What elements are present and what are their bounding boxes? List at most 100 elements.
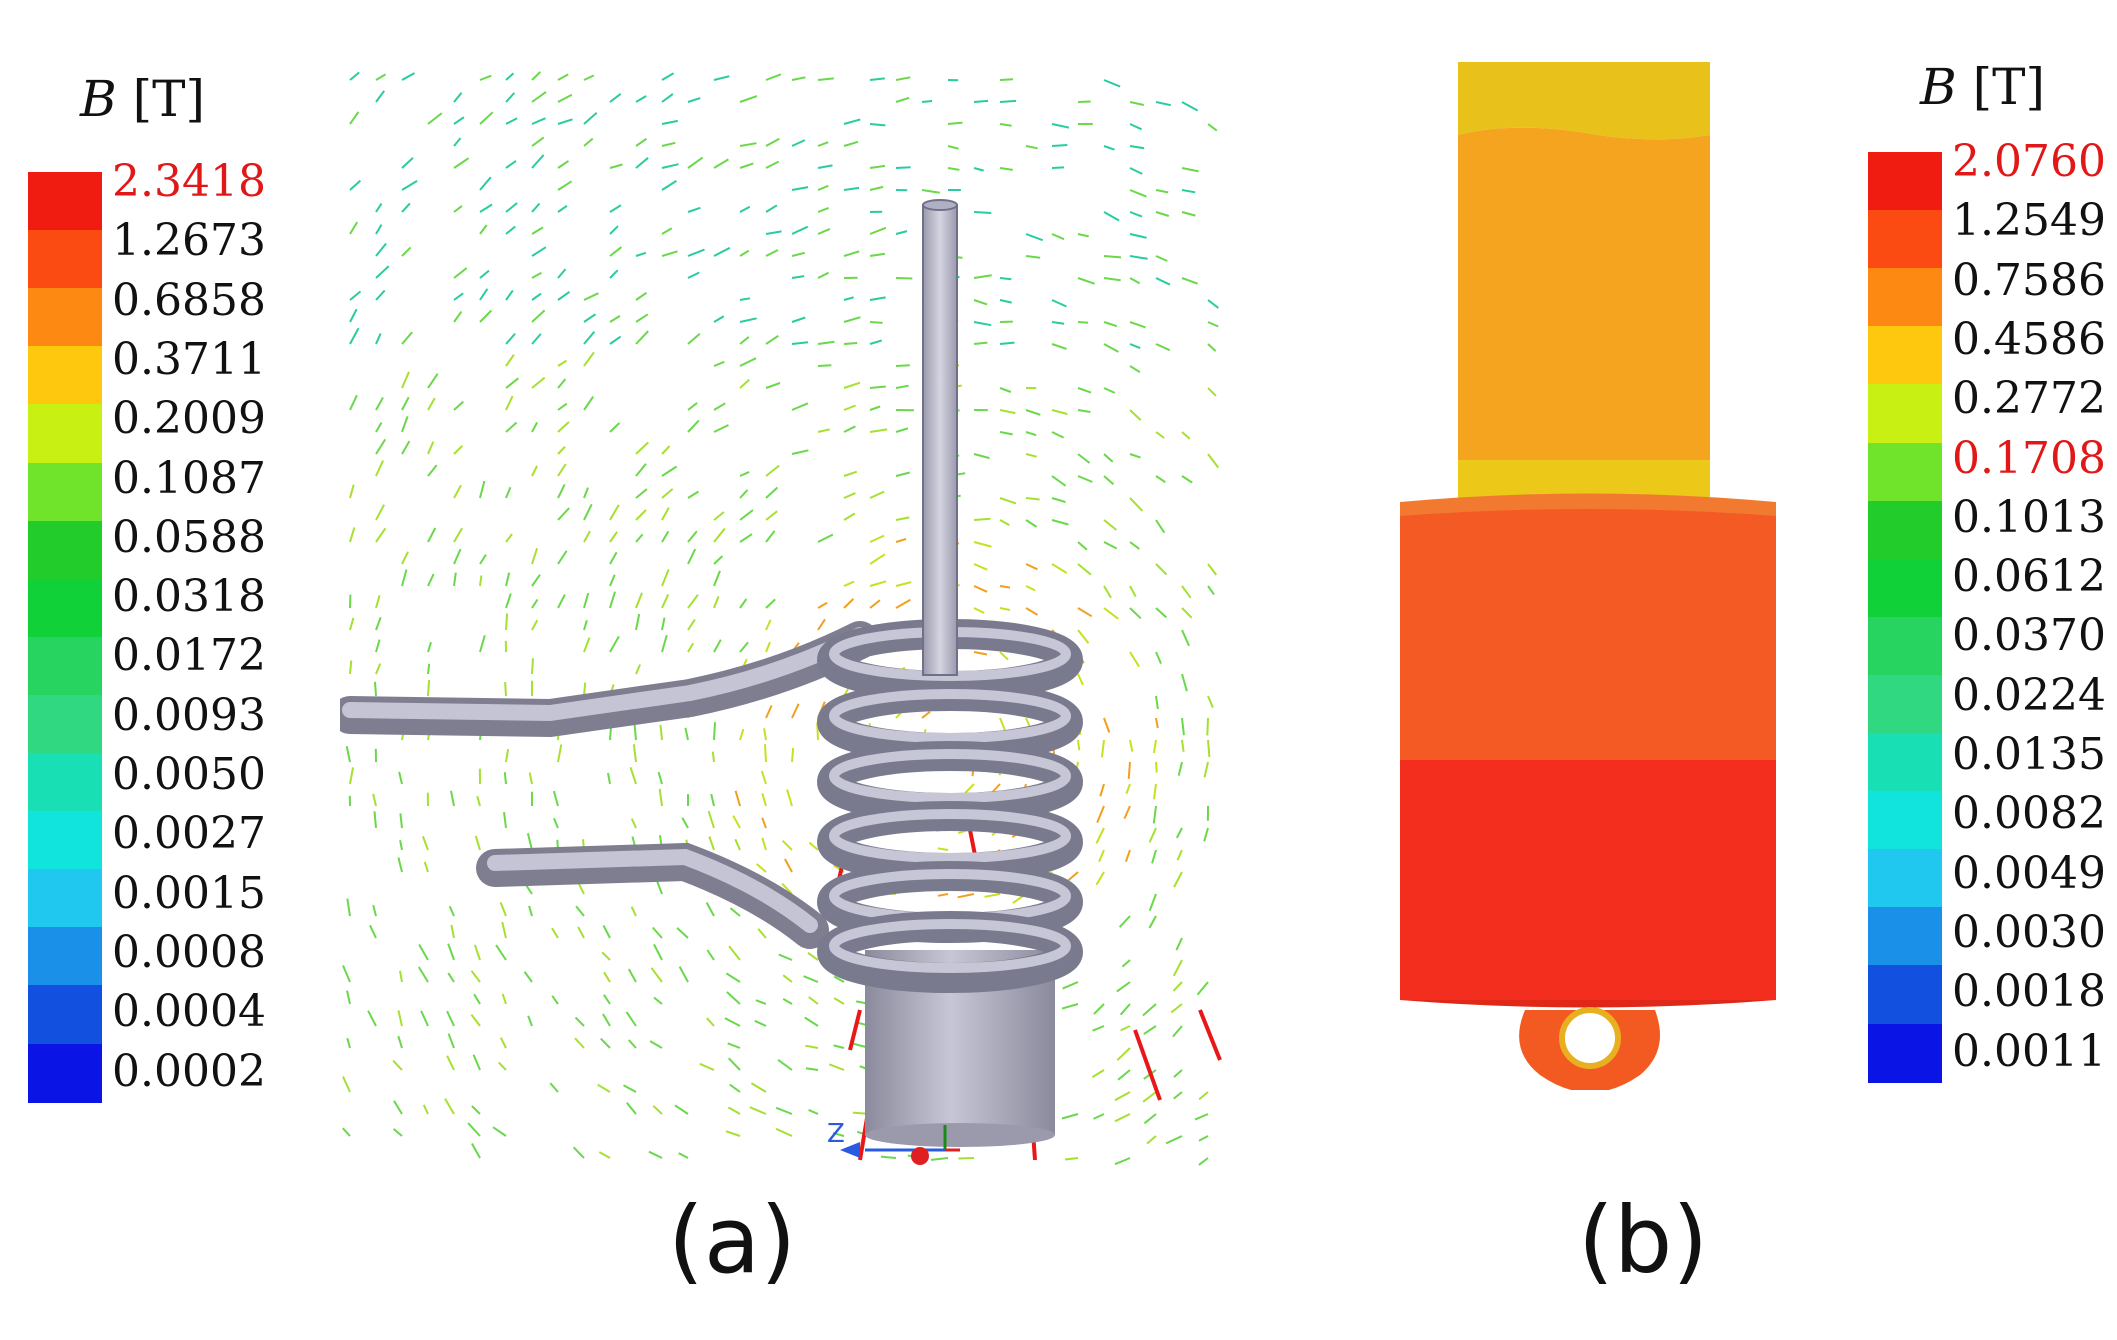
field-arrow [1165,1135,1183,1145]
field-arrow [349,617,355,631]
field-arrow [791,402,809,411]
field-arrow [1207,585,1215,595]
field-arrow [474,835,481,851]
field-arrow [1095,827,1105,844]
field-arrow [401,416,409,433]
field-arrow [1152,805,1157,824]
colorbar-label: 0.0370 [1952,610,2106,662]
field-arrow [349,221,359,235]
field-arrow [999,409,1016,415]
field-arrow [1155,343,1171,352]
field-arrow [635,533,644,543]
field-arrow [739,470,750,477]
field-arrow [1155,101,1172,107]
field-arrow [342,965,351,983]
field-arrow [635,592,643,609]
field-arrow [1129,409,1142,421]
field-arrow [450,924,455,939]
field-arrow [973,321,992,327]
field-arrow [373,811,377,829]
field-arrow [658,788,663,807]
field-arrow [399,813,403,829]
field-arrow [342,1076,351,1093]
colorbar-segment [28,404,102,464]
field-arrow [401,72,415,81]
field-arrow [739,317,757,323]
field-arrow [446,1010,455,1027]
field-arrow [531,226,544,235]
field-arrow [583,592,590,609]
field-arrow [973,585,988,593]
colorbar-segment [1868,384,1942,444]
field-arrow [401,180,418,191]
field-arrow [1025,563,1038,571]
field-arrow [1077,233,1089,238]
field-arrow [531,421,538,433]
field-arrow [427,527,437,543]
field-arrow [781,882,793,895]
field-arrow [1129,321,1146,329]
field-arrow [1025,453,1037,458]
field-arrow [739,357,757,367]
field-arrow [375,289,386,301]
field-arrow [505,92,516,103]
field-arrow [833,1044,845,1049]
field-arrow [678,966,689,983]
field-arrow [1129,739,1134,752]
colorbar-label: 1.2549 [1952,195,2106,247]
field-arrow [349,179,362,191]
field-arrow [791,76,806,81]
field-arrow [765,619,772,631]
field-arrow [600,1037,611,1049]
field-arrow [817,164,833,169]
field-arrow [418,944,429,961]
field-arrow [895,471,911,477]
colorbar-segment [1868,674,1942,734]
field-arrow [843,492,856,499]
field-arrow [687,271,700,279]
coil-lead-lower-hl [487,848,818,933]
field-arrow [1129,101,1145,106]
field-arrow [1175,937,1183,951]
colorbar-segment [28,753,102,813]
field-arrow [557,507,570,521]
field-arrow [973,563,988,571]
field-arrow [476,795,481,807]
field-arrow [687,530,698,543]
field-arrow [999,717,1007,732]
field-arrow [531,246,547,257]
field-arrow [1103,79,1121,88]
field-arrow [765,160,780,169]
field-arrow [1129,365,1141,374]
field-arrow [765,382,781,389]
field-arrow [1025,409,1041,416]
field-arrow [750,1082,767,1093]
field-arrow [346,990,351,1005]
field-arrow [597,1083,611,1093]
field-arrow [557,204,568,213]
field-arrow [375,73,387,81]
field-arrow [869,534,885,543]
field-arrow [1077,607,1093,618]
strong-field-arrow [848,1009,862,1051]
field-arrow [739,598,748,609]
field-arrow [921,100,933,103]
field-arrow [609,591,616,609]
field-arrow [453,527,463,543]
field-arrow [782,998,793,1005]
workpiece-field-plot [1400,62,1776,1090]
field-arrow [372,793,377,807]
field-arrow [583,351,595,367]
field-arrow [609,269,619,279]
field-arrow [557,402,568,411]
field-arrow [843,580,855,587]
field-arrow [1155,211,1170,217]
field-arrow [777,1058,793,1071]
field-arrow [375,639,381,653]
field-arrow [505,354,515,367]
field-arrow [1051,475,1067,487]
field-arrow [1173,1091,1183,1100]
colorbar-label: 0.0612 [1952,551,2106,603]
field-arrow [1051,321,1065,325]
field-arrow [869,428,888,433]
